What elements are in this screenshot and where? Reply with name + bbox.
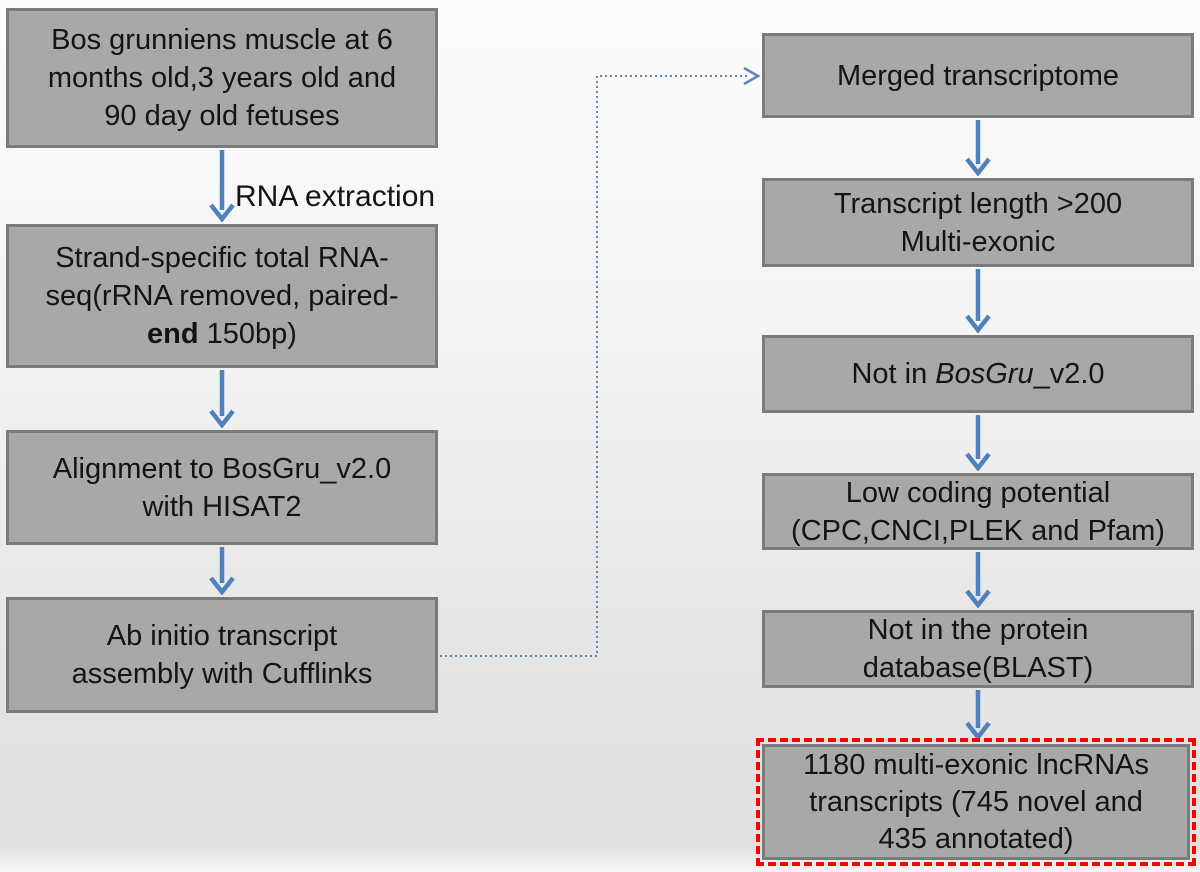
box-text-line: 1180 multi-exonic lncRNAs (803, 748, 1149, 781)
box-text-line: seq(rRNA removed, paired- (45, 280, 399, 312)
box-text-line: Ab initio transcript (106, 620, 338, 652)
flow-box-samples: Bos grunniens muscle at 6 months old,3 y… (6, 8, 438, 148)
flow-box-final-lncrnas: 1180 multi-exonic lncRNAs transcripts (7… (762, 744, 1190, 860)
box-text-line: transcripts (745 novel and (809, 785, 1143, 818)
flow-box-transcript-filter: Transcript length >200 Multi-exonic (762, 178, 1194, 267)
box-text-line: end 150bp) (147, 318, 297, 350)
connector-arrowhead (743, 66, 761, 86)
box-text-line: with HISAT2 (142, 490, 302, 523)
box-text-line: Multi-exonic (900, 225, 1056, 258)
box-text-line: Bos grunniens muscle at 6 (51, 24, 393, 56)
box-text-line: assembly with Cufflinks (71, 658, 373, 690)
flow-box-merged-transcriptome: Merged transcriptome (762, 33, 1194, 118)
flow-box-not-in-genome: Not in BosGru_v2.0 (762, 335, 1194, 413)
down-arrow (965, 415, 991, 471)
flow-box-coding-potential: Low coding potential (CPC,CNCI,PLEK and … (762, 473, 1194, 550)
flow-box-alignment: Alignment to BosGru_v2.0 with HISAT2 (6, 430, 438, 545)
down-arrow (965, 690, 991, 740)
flow-box-assembly: Ab initio transcript assembly with Cuffl… (6, 597, 438, 713)
box-text-line: (CPC,CNCI,PLEK and Pfam) (791, 514, 1165, 547)
down-arrow (965, 120, 991, 176)
down-arrow (965, 269, 991, 333)
down-arrow (209, 150, 235, 222)
arrow-label-rna-extraction: RNA extraction (235, 180, 436, 213)
result-highlight-border: 1180 multi-exonic lncRNAs transcripts (7… (756, 738, 1196, 866)
box-text-line: Transcript length >200 (833, 187, 1123, 220)
box-text-line: 90 day old fetuses (104, 100, 340, 132)
box-text-line: months old,3 years old and (47, 62, 397, 94)
box-text-line: Alignment to BosGru_v2.0 (52, 452, 392, 485)
box-text-line: Strand-specific total RNA- (55, 242, 389, 274)
box-text-line: 435 annotated) (878, 822, 1074, 855)
down-arrow (209, 547, 235, 595)
box-text-line: Not in the protein (867, 614, 1089, 646)
flow-box-protein-database: Not in the protein database(BLAST) (762, 610, 1194, 688)
box-text-line: Not in BosGru_v2.0 (851, 358, 1105, 390)
box-text-line: database(BLAST) (862, 652, 1094, 684)
box-text-line: Merged transcriptome (836, 59, 1120, 92)
down-arrow (209, 370, 235, 428)
down-arrow (965, 552, 991, 608)
box-text-line: Low coding potential (845, 476, 1111, 509)
flow-box-rnaseq: Strand-specific total RNA- seq(rRNA remo… (6, 224, 438, 368)
